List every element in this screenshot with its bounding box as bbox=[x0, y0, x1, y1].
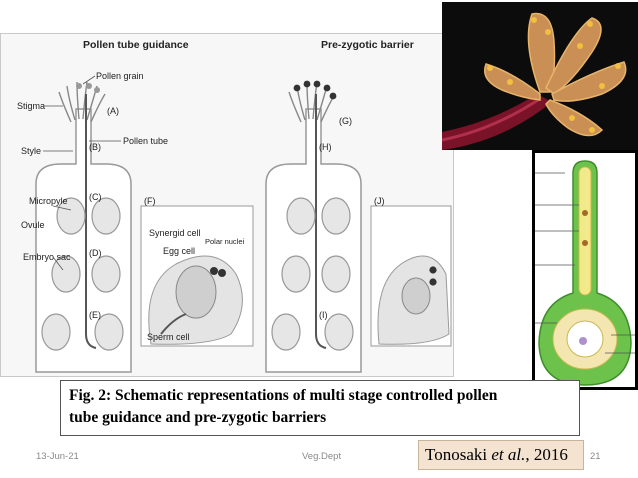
figure-caption: Fig. 2: Schematic representations of mul… bbox=[60, 380, 580, 436]
inset-f-egg-cell bbox=[175, 265, 217, 319]
footer-date: 13-Jun-21 bbox=[36, 451, 79, 462]
flower-pistil-photo bbox=[442, 2, 638, 150]
right-pollen-tube bbox=[315, 94, 327, 349]
label-style: Style bbox=[21, 146, 41, 156]
right-pollen-grains bbox=[293, 80, 337, 100]
reference-etal: et al. bbox=[491, 445, 526, 464]
schematic-figure: Pollen tube guidance Pre-zygotic barrier… bbox=[0, 33, 454, 377]
label-ovule: Ovule bbox=[21, 220, 45, 230]
title-pre-zygotic-barrier: Pre-zygotic barrier bbox=[321, 39, 414, 51]
panel-label-h: (H) bbox=[319, 142, 332, 152]
label-micropyle: Micropyle bbox=[29, 196, 68, 206]
panel-label-g: (G) bbox=[339, 116, 352, 126]
title-pollen-tube-guidance: Pollen tube guidance bbox=[83, 39, 189, 51]
reference-authors: Tonosaki bbox=[425, 445, 492, 464]
left-pollen-grains bbox=[76, 83, 100, 93]
label-synergid-cell: Synergid cell bbox=[149, 228, 201, 238]
panel-label-a: (A) bbox=[107, 106, 119, 116]
panel-label-b: (B) bbox=[89, 142, 101, 152]
pistil-cross-section-diagram bbox=[532, 150, 638, 390]
label-pollen-grain: Pollen grain bbox=[96, 71, 144, 81]
inset-f-polar-nucleus-1 bbox=[210, 267, 218, 275]
right-ovules bbox=[271, 197, 354, 351]
label-egg-cell: Egg cell bbox=[163, 246, 195, 256]
panel-label-j: (J) bbox=[374, 196, 385, 206]
left-ovules bbox=[41, 197, 124, 351]
reference-citation: Tonosaki et al., 2016 bbox=[418, 440, 584, 470]
panel-label-e: (E) bbox=[89, 310, 101, 320]
inset-f-tube bbox=[160, 313, 187, 335]
panel-label-c: (C) bbox=[89, 192, 102, 202]
footer-page-number: 21 bbox=[590, 451, 601, 462]
caption-line-1: Fig. 2: Schematic representations of mul… bbox=[69, 387, 498, 404]
left-pollen-tube bbox=[85, 94, 97, 349]
label-stigma: Stigma bbox=[17, 101, 45, 111]
inset-j-polar-nucleus-1 bbox=[429, 266, 437, 274]
label-polar-nuclei: Polar nuclei bbox=[205, 237, 245, 246]
label-sperm-cell: Sperm cell bbox=[147, 332, 190, 342]
label-pollen-tube: Pollen tube bbox=[123, 136, 168, 146]
panel-label-d: (D) bbox=[89, 248, 102, 258]
inset-j-egg-cell bbox=[401, 277, 431, 315]
reference-year: , 2016 bbox=[525, 445, 568, 464]
footer-department: Veg.Dept bbox=[302, 451, 342, 462]
inset-j-polar-nucleus-2 bbox=[429, 278, 437, 286]
panel-label-f: (F) bbox=[144, 196, 156, 206]
inset-f-polar-nucleus-2 bbox=[218, 269, 226, 277]
leader-lines bbox=[43, 75, 121, 271]
label-embryo-sac: Embryo sac bbox=[23, 252, 71, 262]
caption-line-2: tube guidance and pre-zygotic barriers bbox=[69, 409, 327, 426]
panel-label-i: (I) bbox=[319, 310, 328, 320]
figure-drawing: Pollen tube guidance Pre-zygotic barrier… bbox=[17, 39, 452, 373]
